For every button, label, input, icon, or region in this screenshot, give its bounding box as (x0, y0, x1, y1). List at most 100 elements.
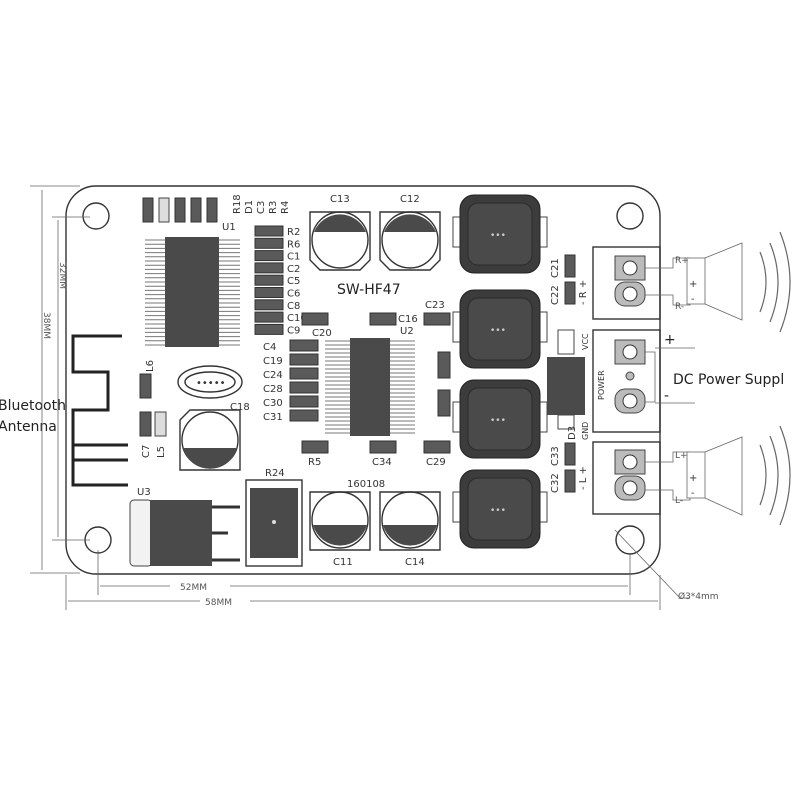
label-u1: U1 (222, 222, 236, 233)
smd-c1 (254, 250, 284, 262)
smd-c19 (289, 353, 319, 366)
smd-c28 (289, 381, 319, 394)
smd-c2 (254, 262, 284, 274)
chip-u2 (325, 338, 415, 436)
label-c24: C24 (263, 370, 283, 381)
dimension-lines (30, 185, 690, 610)
smd-c10 (254, 311, 284, 323)
smd-c4 (289, 339, 319, 352)
bluetooth-label: Bluetooth (0, 398, 66, 414)
resistor-r24 (245, 479, 303, 567)
svg-text:•••: ••• (490, 326, 506, 336)
label-c28: C28 (263, 384, 283, 395)
antenna-label: Antenna (0, 419, 57, 435)
speaker-l-plus: + (689, 473, 697, 484)
label-c12: C12 (400, 194, 420, 205)
smd-r6 (254, 237, 284, 249)
capacitor-c7 (139, 411, 152, 437)
label-l-polarity: - L + (578, 466, 589, 490)
regulator-u3 (129, 499, 240, 567)
svg-text:•••••: ••••• (196, 378, 226, 389)
svg-text:•••: ••• (490, 506, 506, 516)
label-c32: C32 (550, 473, 561, 493)
dc-power-label: DC Power Suppl (673, 372, 784, 388)
label-c4: C4 (263, 342, 276, 353)
label-c14: C14 (405, 557, 425, 568)
label-d3: D3 (567, 426, 578, 440)
label-d1: D1 (244, 200, 255, 214)
terminal-blocks (592, 246, 661, 515)
capacitor-c13 (309, 211, 371, 271)
label-c9: C9 (287, 325, 300, 336)
label-c22: C22 (550, 285, 561, 305)
label-c18: C18 (230, 402, 250, 413)
label-c19: C19 (263, 356, 283, 367)
smd-c5 (254, 274, 284, 286)
smd-r2 (254, 225, 284, 237)
label-gnd: GND (581, 422, 590, 440)
board-model: SW-HF47 (337, 282, 401, 298)
dim-width-outer: 58MM (205, 598, 232, 608)
svg-text:•••: ••• (490, 231, 506, 241)
label-c30: C30 (263, 398, 283, 409)
label-c5: C5 (287, 276, 300, 287)
label-c31: C31 (263, 412, 283, 423)
inductor-l6 (139, 373, 152, 399)
smd-c9 (254, 323, 284, 335)
label-l-minus: L- (675, 496, 683, 506)
bluetooth-antenna-trace (71, 334, 128, 487)
label-c10: C10 (287, 313, 307, 324)
capacitor-c11 (309, 491, 371, 551)
dim-width-inner: 52MM (180, 583, 207, 593)
dim-hole: Ø3*4mm (678, 591, 719, 602)
chip-u1 (145, 237, 240, 347)
inductors: ••• ••• ••• ••• (452, 194, 548, 549)
dim-height-outer: 38MM (41, 312, 51, 339)
label-c33: C33 (550, 446, 561, 466)
label-r18: R18 (232, 194, 243, 214)
capacitor-c14 (379, 491, 441, 551)
smd-c24 (289, 367, 319, 380)
label-c1: C1 (287, 252, 300, 263)
svg-text:•••: ••• (490, 416, 506, 426)
label-c16: C16 (398, 314, 418, 325)
label-c7: C7 (141, 445, 152, 458)
label-r3: R3 (268, 201, 279, 214)
smd-c6 (254, 287, 284, 298)
inductor-l5 (154, 411, 167, 437)
label-u2: U2 (400, 326, 414, 337)
label-c29: C29 (426, 457, 446, 468)
dc-minus: - (664, 388, 669, 404)
label-c20: C20 (312, 328, 332, 339)
label-r2: R2 (287, 227, 300, 238)
capacitor-c12 (379, 211, 441, 271)
label-power: POWER (597, 370, 606, 400)
label-r-polarity: - R + (578, 280, 589, 305)
small-smds (301, 312, 451, 454)
label-c23: C23 (425, 300, 445, 311)
capacitor-c18 (179, 409, 241, 471)
smd-c8 (254, 299, 284, 311)
smd-c31 (289, 409, 319, 422)
label-c2: C2 (287, 264, 300, 275)
date-code: 160108 (347, 479, 385, 490)
label-r24: R24 (265, 468, 285, 479)
dc-plus: + (664, 332, 676, 348)
speaker-r-plus: + (689, 279, 697, 290)
label-c8: C8 (287, 301, 300, 312)
smd-c30 (289, 395, 319, 408)
crystal: ••••• (177, 365, 243, 399)
label-c3: C3 (256, 201, 267, 214)
label-r5: R5 (308, 457, 321, 468)
label-r-minus: R- (675, 302, 684, 312)
speaker-r-minus: - (691, 294, 695, 305)
dc-power-wires (645, 347, 695, 404)
right-smds (547, 254, 585, 493)
speaker-right (645, 231, 791, 333)
label-r-plus: R+ (675, 256, 689, 266)
label-l-plus: L+ (675, 451, 688, 461)
